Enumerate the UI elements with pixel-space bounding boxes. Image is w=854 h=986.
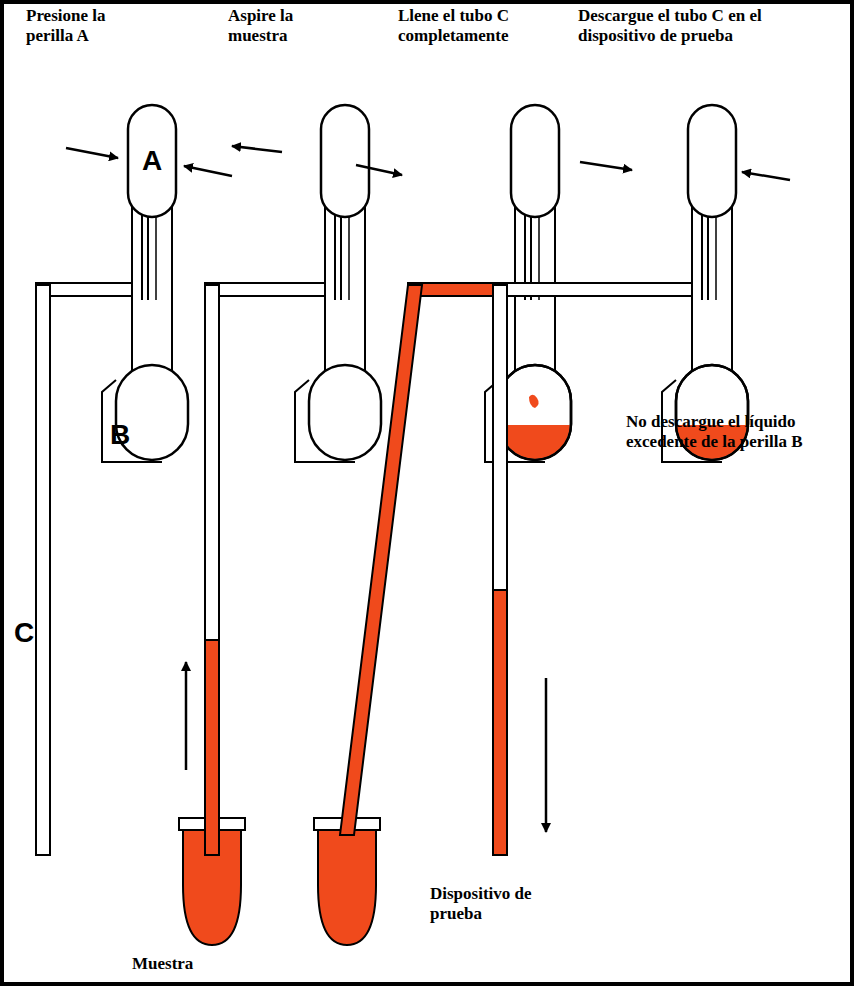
- step-label: Aspire la muestra: [228, 6, 348, 46]
- step-label: Descargue el tubo C en el dispositivo de…: [578, 6, 828, 46]
- part-letter: C: [14, 618, 40, 648]
- step-label: No descargue el líquido excedente de la …: [626, 412, 831, 452]
- part-letter: A: [142, 146, 172, 176]
- step-label: Muestra: [132, 954, 252, 974]
- part-letter: B: [110, 420, 140, 450]
- step-label: Llene el tubo C completamente: [398, 6, 558, 46]
- step-label: Presione la perilla A: [26, 6, 156, 46]
- step-label: Dispositivo de prueba: [430, 884, 580, 924]
